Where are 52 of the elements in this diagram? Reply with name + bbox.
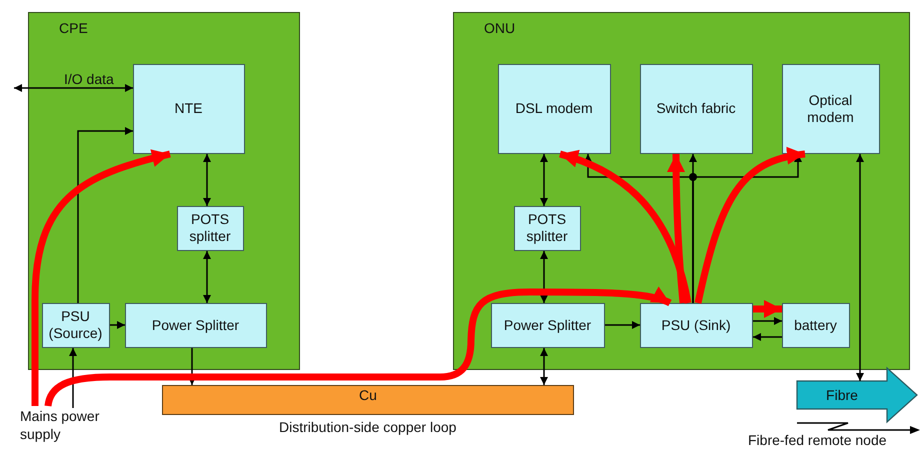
component-box: [782, 64, 880, 154]
equipment-panel: [28, 12, 300, 370]
node-text: POTS splitter: [525, 211, 569, 245]
fibre-arrow: [797, 368, 917, 422]
node-text: Switch fabric: [656, 100, 736, 117]
arrow: [188, 348, 196, 385]
arrow: [77, 127, 133, 303]
node-text: Power Splitter: [504, 316, 592, 334]
component-box: [176, 206, 244, 250]
arrow: [203, 251, 211, 303]
caption-text: Fibre-fed remote node: [748, 432, 887, 448]
component-box: [498, 64, 610, 154]
node-text: battery: [794, 316, 837, 334]
arrow: [540, 154, 548, 206]
node-text: Optical modem: [806, 92, 855, 126]
node-text: POTS splitter: [188, 211, 232, 245]
power-flow-arrow: [558, 150, 692, 304]
arrow: [14, 84, 133, 92]
edge-label: I/O data: [62, 72, 116, 88]
arrow: [203, 154, 211, 206]
panel-title: CPE: [59, 20, 88, 36]
arrow: [753, 317, 782, 325]
arrow: [69, 348, 77, 408]
component-box: [42, 302, 110, 348]
node-text: PSU (Sink): [661, 316, 731, 334]
arrow: [110, 321, 125, 329]
power-flow-arrow: [32, 150, 171, 406]
caption-text: Distribution-side copper loop: [279, 419, 456, 435]
power-flow-arrow: [667, 154, 686, 304]
node-text: Cu: [359, 387, 377, 403]
component-box: [132, 64, 244, 154]
node-text: PSU (Source): [48, 308, 104, 342]
component-box: [490, 302, 604, 348]
component-box: [640, 302, 752, 348]
component-box: [514, 206, 580, 250]
equipment-panel: [453, 12, 910, 370]
component-box: [124, 302, 266, 348]
arrow: [856, 154, 864, 381]
arrow: [753, 333, 782, 341]
power-flow-arrow: [753, 300, 782, 318]
component-box: [782, 302, 850, 348]
power-flow-arrow: [44, 287, 672, 407]
arrow: [540, 251, 548, 303]
node-text: NTE: [174, 100, 202, 117]
node-text: Fibre: [826, 387, 858, 403]
panel-title: ONU: [484, 20, 516, 36]
node-text: DSL modem: [515, 100, 593, 117]
arrow: [540, 348, 548, 385]
node-text: Power Splitter: [152, 316, 240, 334]
component-box: [640, 64, 752, 154]
arrow: [605, 321, 640, 329]
node-text: Mains power supply: [20, 408, 100, 443]
